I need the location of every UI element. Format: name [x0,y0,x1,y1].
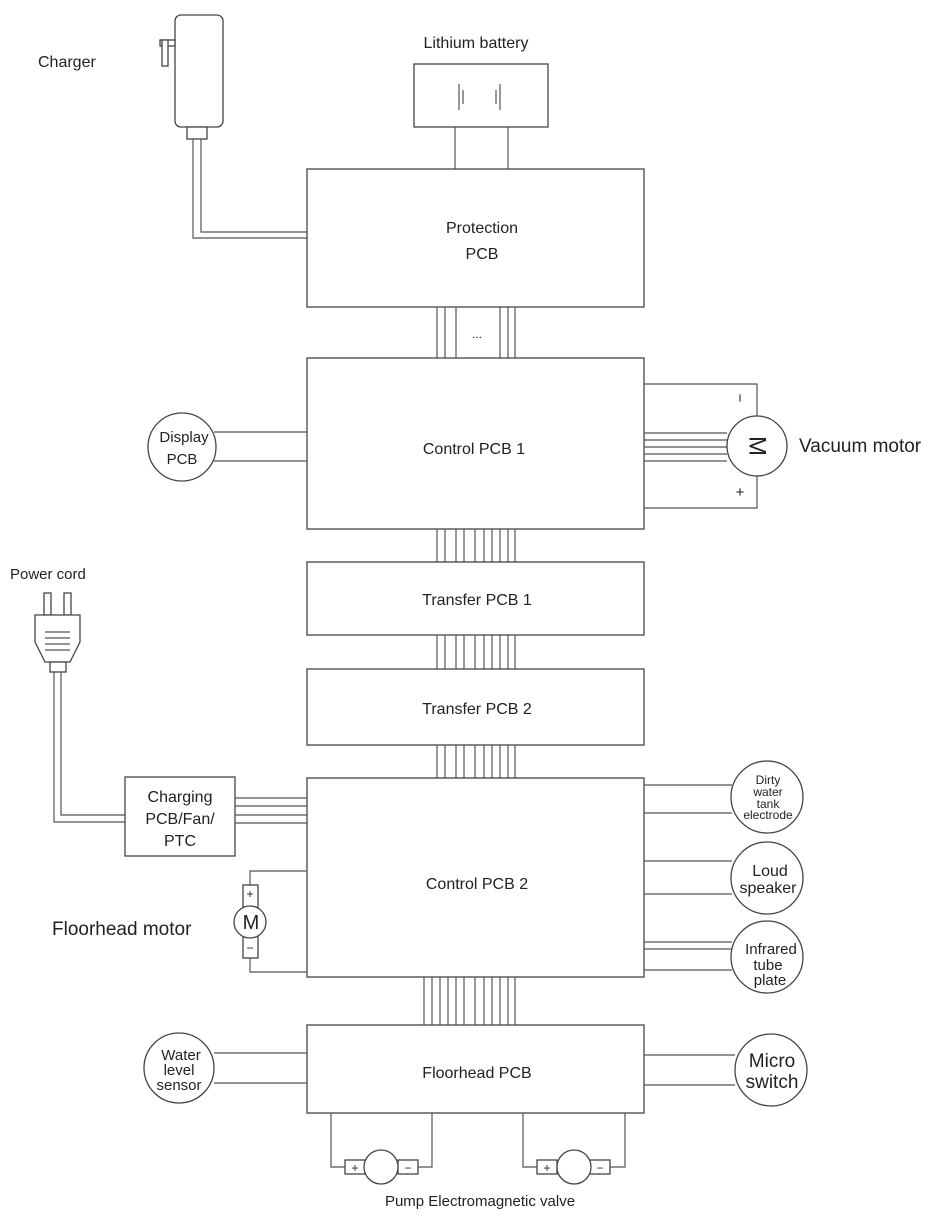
floorhead-motor-symbol: M [243,912,260,934]
vacuum-motor: M − + [644,383,788,509]
control-pcb-1-label: Control PCB 1 [423,441,525,458]
control-pcb-1: Control PCB 1 [306,357,645,530]
infrared-label-1: Infrared [745,941,797,958]
floorhead-motor-minus: − [246,941,253,955]
floorhead-motor: M + − [233,870,307,973]
charging-pcb: Charging PCB/Fan/ PTC [124,776,307,857]
vacuum-motor-symbol: M [744,436,771,456]
charging-pcb-label-3: PTC [164,833,196,850]
floorhead-pcb: Floorhead PCB [306,1024,645,1114]
dirty-label-3: tank [757,797,781,811]
transfer-pcb-1: Transfer PCB 1 [306,561,645,636]
water-level-label-3: sensor [156,1077,201,1094]
vacuum-motor-label: Vacuum motor [799,436,922,457]
power-cord-label: Power cord [10,566,86,583]
dirty-label-4: electrode [743,808,793,822]
loud-speaker-label-1: Loud [752,863,788,880]
protection-pcb-label-2: PCB [466,246,499,263]
floorhead-motor-label: Floorhead motor [52,919,192,940]
electromagnetic-valve: + − [522,1113,626,1185]
pump: + − [330,1113,433,1185]
charging-pcb-label-2: PCB/Fan/ [145,811,215,828]
valve-plus: + [543,1161,550,1175]
pump-valve-label: Pump Electromagnetic valve [385,1193,575,1210]
protection-pcb: Protection PCB [306,168,645,308]
charging-pcb-label-1: Charging [148,789,213,806]
dirty-water-tank-electrode: Dirty water tank electrode [644,760,804,834]
floorhead-pcb-label: Floorhead PCB [422,1065,531,1082]
dirty-label-2: water [752,785,782,799]
loud-speaker-label-2: speaker [740,880,798,897]
micro-switch: Micro switch [644,1033,808,1107]
transfer1-to-transfer2-wires [436,635,516,669]
water-level-label-2: level [164,1062,195,1079]
floorhead-motor-plus: + [246,887,253,901]
transfer-pcb-2: Transfer PCB 2 [306,668,645,746]
infrared-tube-plate: Infrared tube plate [644,920,804,994]
display-pcb-label-1: Display [159,429,209,446]
display-pcb-label-2: PCB [167,451,198,468]
display-pcb: Display PCB [147,412,307,482]
micro-switch-label-1: Micro [749,1051,795,1072]
water-level-sensor: Water level sensor [143,1032,307,1104]
pump-minus: − [404,1161,411,1175]
dirty-label-1: Dirty [756,773,781,787]
transfer-pcb-2-label: Transfer PCB 2 [422,701,532,718]
protection-to-control1-wires [436,307,516,358]
charger-label: Charger [38,54,96,71]
power-cord-plug-icon [34,592,125,823]
infrared-label-3: plate [754,972,787,989]
water-level-label-1: Water [161,1047,200,1064]
control2-to-floorhead-wires [423,977,516,1025]
valve-minus: − [596,1161,603,1175]
micro-switch-label-2: switch [746,1072,799,1093]
wire-ellipsis: ... [472,327,482,341]
lithium-battery-label: Lithium battery [424,35,529,52]
pump-plus: + [351,1161,358,1175]
loud-speaker: Loud speaker [644,841,804,915]
vacuum-motor-plus: + [736,484,745,501]
control-pcb-2: Control PCB 2 [306,777,645,978]
infrared-label-2: tube [753,957,782,974]
protection-pcb-label-1: Protection [446,220,518,237]
lithium-battery [413,63,549,169]
vacuum-motor-minus: − [731,394,748,403]
transfer-pcb-1-label: Transfer PCB 1 [422,592,532,609]
control-pcb-2-label: Control PCB 2 [426,876,528,893]
charger-icon [159,14,307,239]
transfer2-to-control2-wires [436,745,516,778]
control1-to-transfer1-wires [436,529,516,562]
